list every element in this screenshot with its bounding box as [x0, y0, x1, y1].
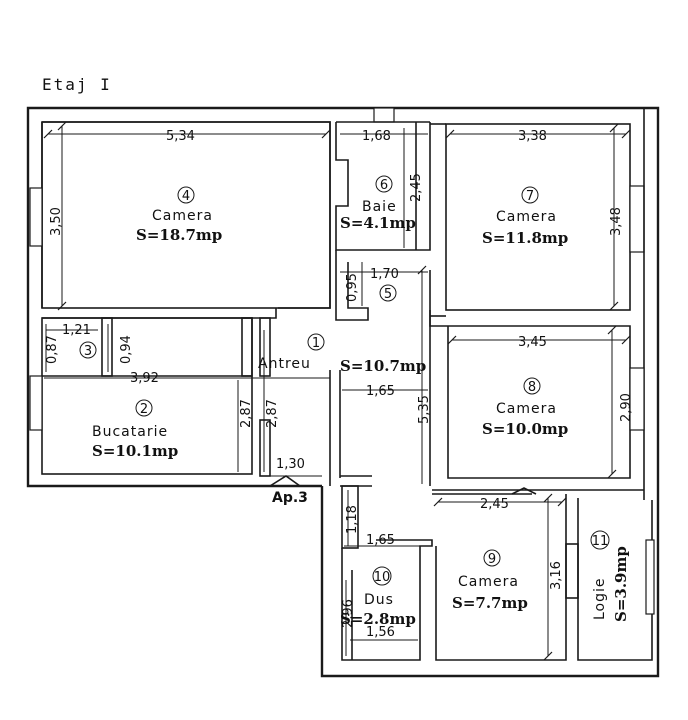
window-room-4: [29, 187, 43, 247]
dim-dus-height: 2,96: [341, 599, 356, 628]
window-room-7: [629, 185, 645, 253]
room-1-name: Antreu: [258, 356, 311, 372]
room-10-area: S=2.8mp: [340, 610, 416, 628]
room-4-camera: [29, 121, 331, 309]
dim-camera7-height: 3,48: [609, 207, 624, 236]
room-6-number: 6: [380, 178, 388, 193]
dim-camera9-height: 3,16: [549, 561, 564, 590]
room-4-number: 4: [182, 189, 190, 204]
dim-dus-bottom: 1,56: [366, 625, 395, 640]
room-11-name: Logie: [592, 577, 608, 620]
room-7-area: S=11.8mp: [482, 229, 568, 247]
room-7-camera: [430, 108, 645, 500]
dim-antreu-width: 1,65: [366, 384, 395, 399]
dim-camera9-width: 2,45: [480, 497, 509, 512]
window-logie: [645, 539, 655, 615]
room-labels: 4 Camera S=18.7mp 6 Baie S=4.1mp 7 Camer…: [79, 175, 630, 628]
room-5-number: 5: [384, 287, 392, 302]
dim-camera4-width: 5,34: [166, 129, 195, 144]
room-8-name: Camera: [496, 401, 557, 417]
room-9-number: 9: [488, 552, 496, 567]
room-9-name: Camera: [458, 574, 519, 590]
apartment-label: Ap.3: [272, 490, 308, 506]
dim-hall5-height: 0,95: [345, 273, 360, 302]
dim-antreu-length: 5,35: [417, 395, 432, 424]
dim-kitchen-width: 3,92: [130, 371, 159, 386]
dim-pantry-width: 1,21: [62, 323, 91, 338]
room-6-area: S=4.1mp: [340, 214, 416, 232]
entry-door[interactable]: [262, 475, 322, 487]
room-7-name: Camera: [496, 209, 557, 225]
vent-shaft: [373, 107, 395, 123]
room-1-number: 1: [312, 336, 320, 351]
room-2-area: S=10.1mp: [92, 442, 178, 460]
dim-dus-width: 1,65: [366, 533, 395, 548]
room-10-name: Dus: [364, 592, 394, 608]
dimension-lines: [43, 121, 631, 661]
room-5-hall: [335, 250, 369, 321]
window-room-8: [629, 367, 645, 431]
room-4-name: Camera: [152, 208, 213, 224]
room-1-area: S=10.7mp: [340, 357, 426, 375]
dim-camera4-height: 3,50: [49, 207, 64, 236]
room-9-area: S=7.7mp: [452, 594, 528, 612]
dim-entry-width: 1,30: [276, 457, 305, 472]
dim-camera8-height: 2,90: [619, 393, 634, 422]
room-11-logie: [565, 498, 655, 661]
dim-kitchen-height-b: 2,87: [265, 399, 280, 428]
floor-title: Etaj I: [42, 75, 112, 94]
room-2-bucatarie: [29, 308, 277, 477]
room-10-number: 10: [374, 570, 391, 585]
dim-baie-width: 1,68: [362, 129, 391, 144]
room-6-baie: [335, 121, 431, 251]
dim-kitchen-height-a: 2,87: [239, 399, 254, 428]
room-4-area: S=18.7mp: [136, 226, 222, 244]
dimension-labels: 5,34 3,50 1,68 2,45 3,38 3,48 1,70 0,95 …: [45, 129, 634, 640]
room-11-area: S=3.9mp: [612, 546, 630, 622]
room-2-name: Bucatarie: [92, 424, 168, 440]
room-1-antreu: [329, 270, 431, 487]
room-11-number: 11: [592, 534, 609, 549]
dim-dus-upper: 1,18: [345, 505, 360, 534]
room-6-name: Baie: [362, 199, 397, 215]
dim-baie-height: 2,45: [409, 173, 424, 202]
dim-hall5-width: 1,70: [370, 267, 399, 282]
room-8-area: S=10.0mp: [482, 420, 568, 438]
room-2-number: 2: [140, 402, 148, 417]
room-8-number: 8: [528, 380, 536, 395]
room-7-number: 7: [526, 189, 534, 204]
window-kitchen: [29, 375, 43, 431]
dim-camera8-width: 3,45: [518, 335, 547, 350]
dim-camera7-width: 3,38: [518, 129, 547, 144]
dim-pantry-side: 0,94: [119, 335, 134, 364]
room-3-number: 3: [84, 344, 92, 359]
dim-pantry-height: 0,87: [45, 335, 60, 364]
